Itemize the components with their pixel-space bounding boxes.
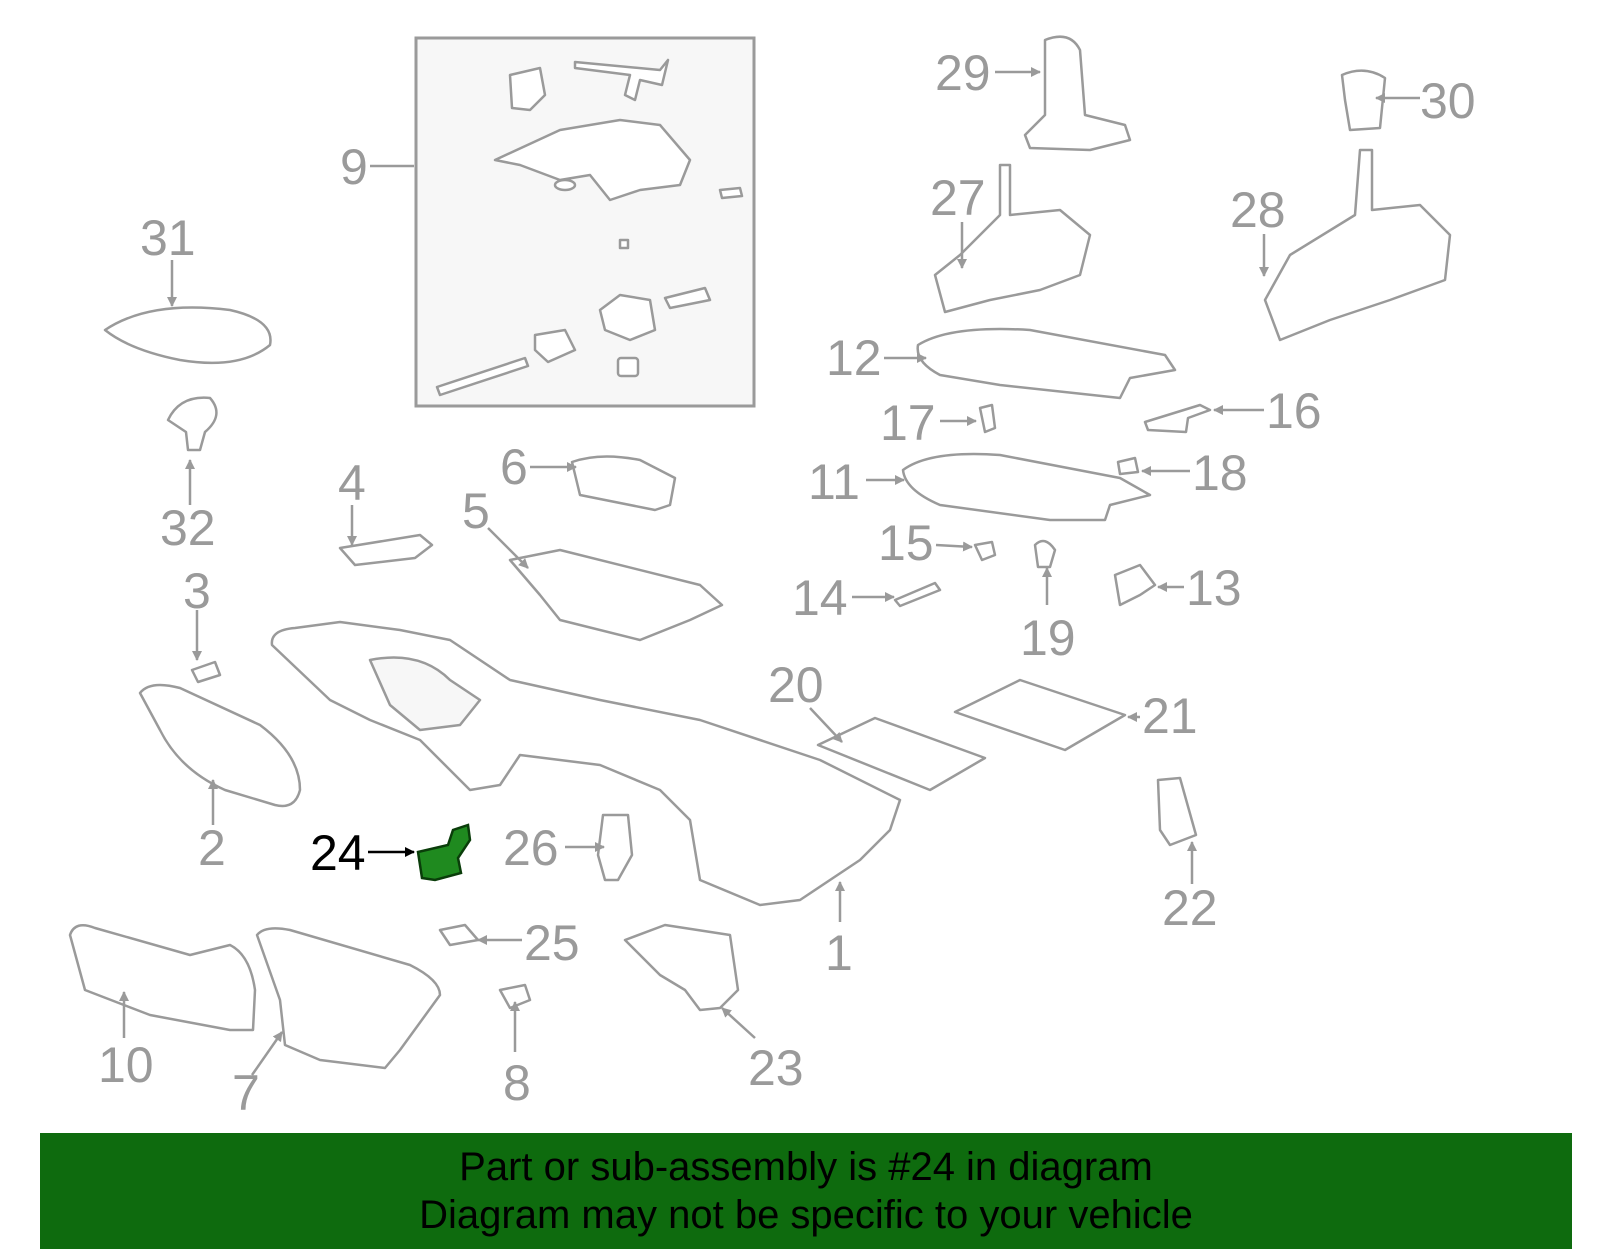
part-31-shape	[103, 306, 272, 365]
parking-brake-assembly	[435, 58, 744, 397]
part-19-shape	[1033, 539, 1057, 569]
part-11-shape	[901, 452, 1152, 522]
part-28-shape	[1263, 148, 1452, 342]
part-17-shape	[978, 403, 997, 434]
callout-27: 27	[930, 170, 986, 226]
callout-12: 12	[826, 330, 882, 386]
callout-3: 3	[183, 563, 211, 619]
callout-13: 13	[1186, 560, 1242, 616]
callout-28: 28	[1230, 182, 1286, 238]
part-5-shape	[508, 548, 724, 642]
part-21-shape	[953, 678, 1127, 752]
callout-18: 18	[1192, 445, 1248, 501]
part-22-shape	[1156, 776, 1198, 847]
callout-21: 21	[1142, 688, 1198, 744]
part-3-shape	[190, 660, 222, 684]
callout-31: 31	[140, 210, 196, 266]
callout-10: 10	[98, 1037, 154, 1093]
callout-20: 20	[768, 657, 824, 713]
part-26-shape	[596, 813, 634, 882]
callout-17: 17	[880, 395, 936, 451]
part-32-shape	[166, 396, 218, 452]
part-8-shape	[498, 983, 532, 1010]
part-2-shape	[138, 683, 302, 808]
part-1-detail	[368, 656, 482, 732]
callout-labels: 1 2 3 4 5 6 7 8 9 10 11 12 13 14 15 16 1…	[98, 45, 1476, 1121]
callout-19: 19	[1020, 610, 1076, 666]
part-12-shape	[916, 327, 1177, 400]
part-18-shape	[1116, 456, 1140, 476]
callout-9: 9	[340, 139, 368, 195]
callout-25: 25	[524, 915, 580, 971]
banner-line-1: Part or sub-assembly is #24 in diagram	[459, 1145, 1153, 1189]
assembly-9-box	[414, 36, 756, 408]
callout-11: 11	[808, 454, 860, 510]
callout-6: 6	[500, 439, 528, 495]
part-29-shape	[1023, 35, 1132, 152]
part-23-shape	[623, 923, 740, 1012]
info-banner: Part or sub-assembly is #24 in diagram D…	[40, 1133, 1572, 1249]
part-13-shape	[1113, 563, 1157, 607]
part-25-shape	[438, 923, 480, 947]
callout-4: 4	[338, 455, 366, 511]
part-14-shape	[893, 581, 942, 608]
callout-24: 24	[310, 825, 366, 881]
callout-14: 14	[792, 570, 848, 626]
part-7-shape	[255, 927, 442, 1070]
part-4-shape	[338, 533, 434, 567]
callout-23: 23	[748, 1040, 804, 1096]
part-20-shape	[816, 716, 987, 792]
callout-16: 16	[1266, 383, 1322, 439]
part-15-shape	[973, 540, 997, 562]
banner-line-2: Diagram may not be specific to your vehi…	[419, 1193, 1193, 1237]
part-10-shape	[68, 923, 257, 1032]
callout-26: 26	[503, 820, 559, 876]
callout-7: 7	[232, 1065, 260, 1121]
callout-8: 8	[503, 1055, 531, 1111]
callout-5: 5	[462, 483, 490, 539]
callout-22: 22	[1162, 880, 1218, 936]
callout-29: 29	[935, 45, 991, 101]
callout-15: 15	[878, 515, 934, 571]
part-30-shape	[1340, 69, 1387, 132]
callout-32: 32	[160, 500, 216, 556]
part-27-shape	[933, 163, 1092, 314]
callout-2: 2	[198, 820, 226, 876]
leader-lines	[119, 67, 1420, 1076]
part-24-shape	[416, 823, 472, 882]
callout-1: 1	[825, 925, 853, 981]
callout-30: 30	[1420, 73, 1476, 129]
part-16-shape	[1143, 403, 1212, 434]
part-6-shape	[570, 455, 677, 512]
